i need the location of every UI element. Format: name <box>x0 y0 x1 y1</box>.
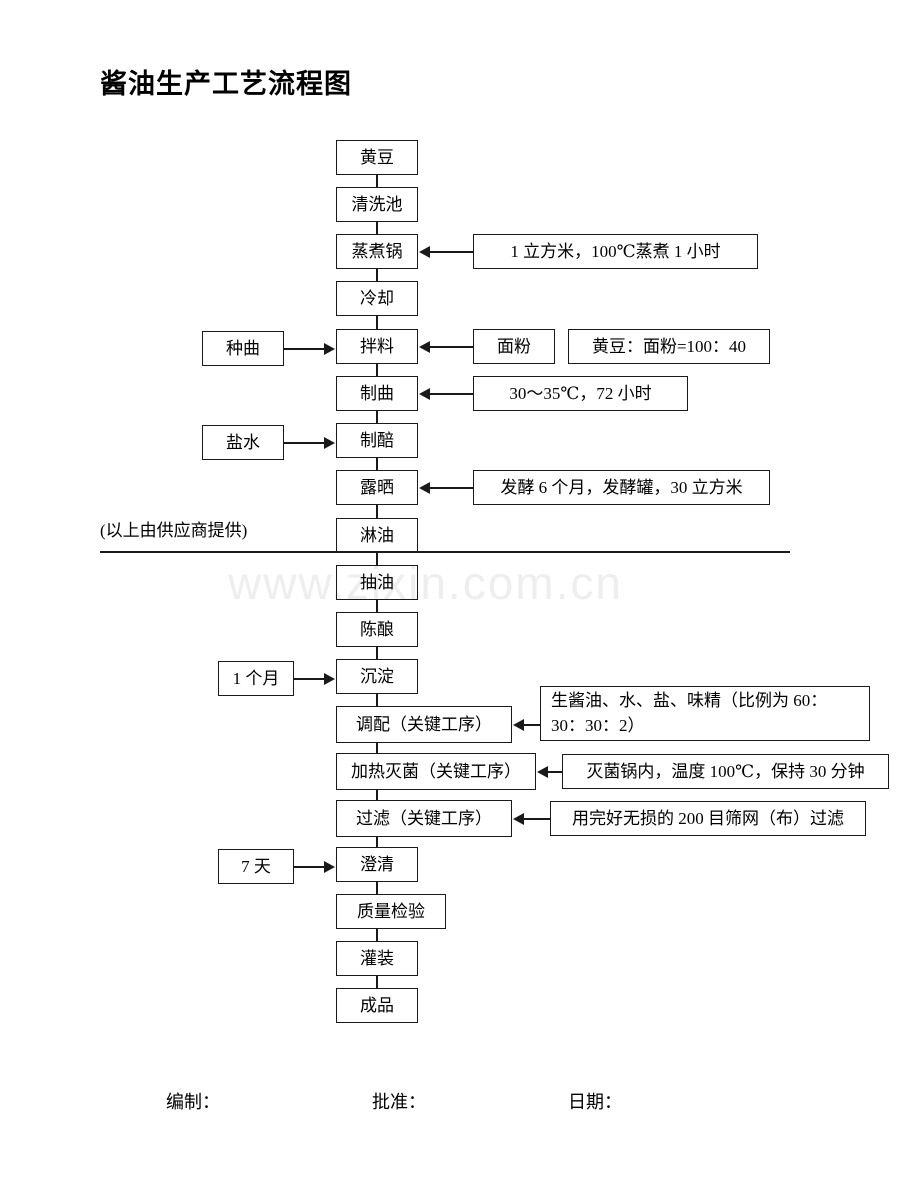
note-box-blend[interactable]: 生酱油、水、盐、味精（比例为 60：30：30：2） <box>540 686 870 741</box>
connector-aging-settling <box>376 647 378 659</box>
arrow-right-icon-sevendays <box>324 860 335 873</box>
footer-prepared-by: 编制： <box>166 1092 220 1112</box>
connector-mash-sun <box>376 458 378 470</box>
flow-box-mixing[interactable]: 拌料 <box>336 329 418 364</box>
flow-box-settling[interactable]: 沉淀 <box>336 659 418 694</box>
footer-approved-by: 批准： <box>372 1092 426 1112</box>
connector-blendnote <box>524 724 540 726</box>
flow-box-oil-leaching[interactable]: 淋油 <box>336 518 418 553</box>
arrow-left-icon-blend <box>513 718 524 731</box>
connector-fermentnote <box>430 487 473 489</box>
arrow-left-icon-sterilize <box>537 765 548 778</box>
connector-wash-steam <box>376 222 378 234</box>
arrow-right-icon-onemonth <box>324 672 335 685</box>
arrow-right-icon-seedkoji <box>324 342 335 355</box>
connector-cooling-mixing <box>376 316 378 329</box>
input-box-brine[interactable]: 盐水 <box>202 425 284 460</box>
flow-box-cooling[interactable]: 冷却 <box>336 281 418 316</box>
connector-sterilizing-filtering <box>376 790 378 800</box>
connector-sterilizenote <box>548 771 562 773</box>
flow-box-aging[interactable]: 陈酿 <box>336 612 418 647</box>
flow-box-clarifying[interactable]: 澄清 <box>336 847 418 882</box>
footer-date: 日期： <box>568 1092 622 1112</box>
flow-box-wash-tank[interactable]: 清洗池 <box>336 187 418 222</box>
arrow-left-icon-flour <box>419 340 430 353</box>
connector-seedkoji-mixing <box>284 348 324 350</box>
flow-box-koji-making[interactable]: 制曲 <box>336 376 418 411</box>
connector-steam-cooling <box>376 269 378 281</box>
connector-drawing-aging <box>376 600 378 612</box>
flow-box-finished[interactable]: 成品 <box>336 988 418 1023</box>
page-title: 酱油生产工艺流程图 <box>100 69 352 99</box>
flow-box-blending[interactable]: 调配（关键工序） <box>336 706 512 743</box>
input-box-seed-koji[interactable]: 种曲 <box>202 331 284 366</box>
connector-filling-finished <box>376 976 378 988</box>
connector-mixing-koji <box>376 364 378 376</box>
watermark-text: www.zixin.com.cn <box>228 557 623 609</box>
note-box-koji[interactable]: 30～35℃，72 小时 <box>473 376 688 411</box>
connector-soybean-wash <box>376 175 378 187</box>
note-box-filter[interactable]: 用完好无损的 200 目筛网（布）过滤 <box>550 801 866 836</box>
flow-box-mash-making[interactable]: 制醅 <box>336 423 418 458</box>
flow-box-filling[interactable]: 灌装 <box>336 941 418 976</box>
flow-box-sun-drying[interactable]: 露晒 <box>336 470 418 505</box>
input-box-one-month[interactable]: 1 个月 <box>218 661 294 696</box>
flow-box-qc[interactable]: 质量检验 <box>336 894 446 929</box>
arrow-left-icon-steam <box>419 245 430 258</box>
note-box-sterilize[interactable]: 灭菌锅内，温度 100℃，保持 30 分钟 <box>562 754 889 789</box>
connector-onemonth-settling <box>294 678 324 680</box>
connector-flour-mixing <box>430 346 473 348</box>
connector-sun-leaching <box>376 505 378 518</box>
connector-filtering-clarifying <box>376 837 378 847</box>
connector-qc-filling <box>376 929 378 941</box>
connector-filternote <box>524 818 550 820</box>
connector-clarifying-qc <box>376 882 378 894</box>
flow-box-oil-drawing[interactable]: 抽油 <box>336 565 418 600</box>
flow-box-steam-pot[interactable]: 蒸煮锅 <box>336 234 418 269</box>
connector-blending-sterilizing <box>376 743 378 753</box>
connector-steamnote <box>430 251 473 253</box>
note-box-ferment[interactable]: 发酵 6 个月，发酵罐，30 立方米 <box>473 470 770 505</box>
connector-kojinote <box>430 393 473 395</box>
arrow-left-icon-ferment <box>419 481 430 494</box>
connector-settling-blending <box>376 694 378 706</box>
arrow-left-icon-koji <box>419 387 430 400</box>
note-box-steam[interactable]: 1 立方米，100℃蒸煮 1 小时 <box>473 234 758 269</box>
connector-koji-mash <box>376 411 378 423</box>
connector-brine-mash <box>284 442 324 444</box>
arrow-left-icon-filter <box>513 812 524 825</box>
flow-box-sterilizing[interactable]: 加热灭菌（关键工序） <box>336 753 536 790</box>
arrow-right-icon-brine <box>324 436 335 449</box>
note-box-ratio[interactable]: 黄豆：面粉=100：40 <box>568 329 770 364</box>
connector-leaching-drawing <box>376 553 378 565</box>
connector-sevendays-clarifying <box>294 866 324 868</box>
input-box-seven-days[interactable]: 7 天 <box>218 849 294 884</box>
flow-box-soybean[interactable]: 黄豆 <box>336 140 418 175</box>
input-box-flour[interactable]: 面粉 <box>473 329 555 364</box>
section-divider <box>100 551 790 553</box>
flow-box-filtering[interactable]: 过滤（关键工序） <box>336 800 512 837</box>
supplier-note-text: (以上由供应商提供) <box>100 521 248 540</box>
